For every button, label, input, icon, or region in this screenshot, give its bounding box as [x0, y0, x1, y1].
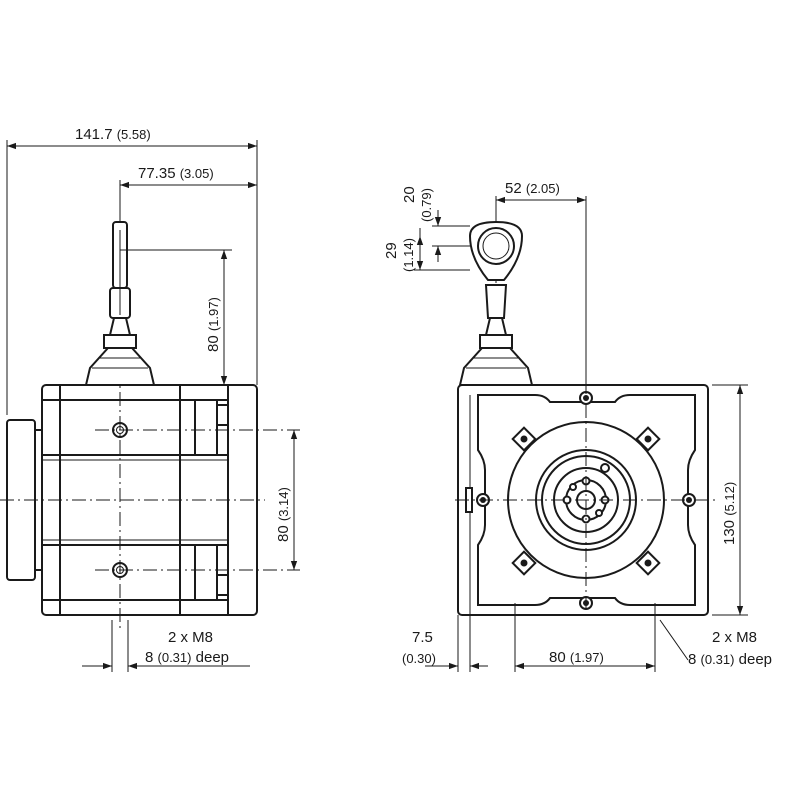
housing-outline — [477, 394, 696, 606]
side-overall-width-label: 141.7 (5.58) — [75, 126, 151, 143]
front-height-label: 130 (5.12) — [721, 482, 738, 545]
side-rope-offset-label: 77.35 (3.05) — [138, 165, 214, 182]
rope-eye — [468, 220, 524, 281]
front-eye-diameter-alt: (1.14) — [401, 238, 416, 272]
front-view: 52 (2.05) 20 (0.79) 29 (1.14) 130 (5.12)… — [383, 180, 772, 672]
side-thread-depth: 8 (0.31) deep — [145, 649, 229, 666]
front-rope-offset-label: 52 (2.05) — [505, 180, 560, 197]
front-rope-outlet-boot — [458, 347, 534, 386]
side-hole-spacing-label: 80 (3.14) — [275, 487, 292, 542]
rope-outlet-boot — [84, 347, 156, 386]
front-thread-qty: 2 x M8 — [712, 629, 757, 646]
corner-screws — [511, 426, 661, 576]
front-thread-depth: 8 (0.31) deep — [688, 651, 772, 668]
front-hole-spacing-label: 80 (1.97) — [549, 649, 604, 666]
front-base-offset-alt: (0.30) — [402, 651, 436, 666]
front-eye-diameter-value: 29 — [383, 242, 400, 259]
front-eye-offset-alt: (0.79) — [419, 188, 434, 222]
front-eye-offset-value: 20 — [401, 186, 418, 203]
front-base-offset-value: 7.5 — [412, 629, 433, 646]
side-view: 141.7 (5.58) 77.35 (3.05) 80 (1.97) 80 (… — [0, 126, 300, 672]
side-block-top — [194, 399, 218, 456]
side-thread-qty: 2 x M8 — [168, 629, 213, 646]
side-rope-height-label: 80 (1.97) — [205, 297, 222, 352]
side-block-bottom — [194, 544, 218, 601]
